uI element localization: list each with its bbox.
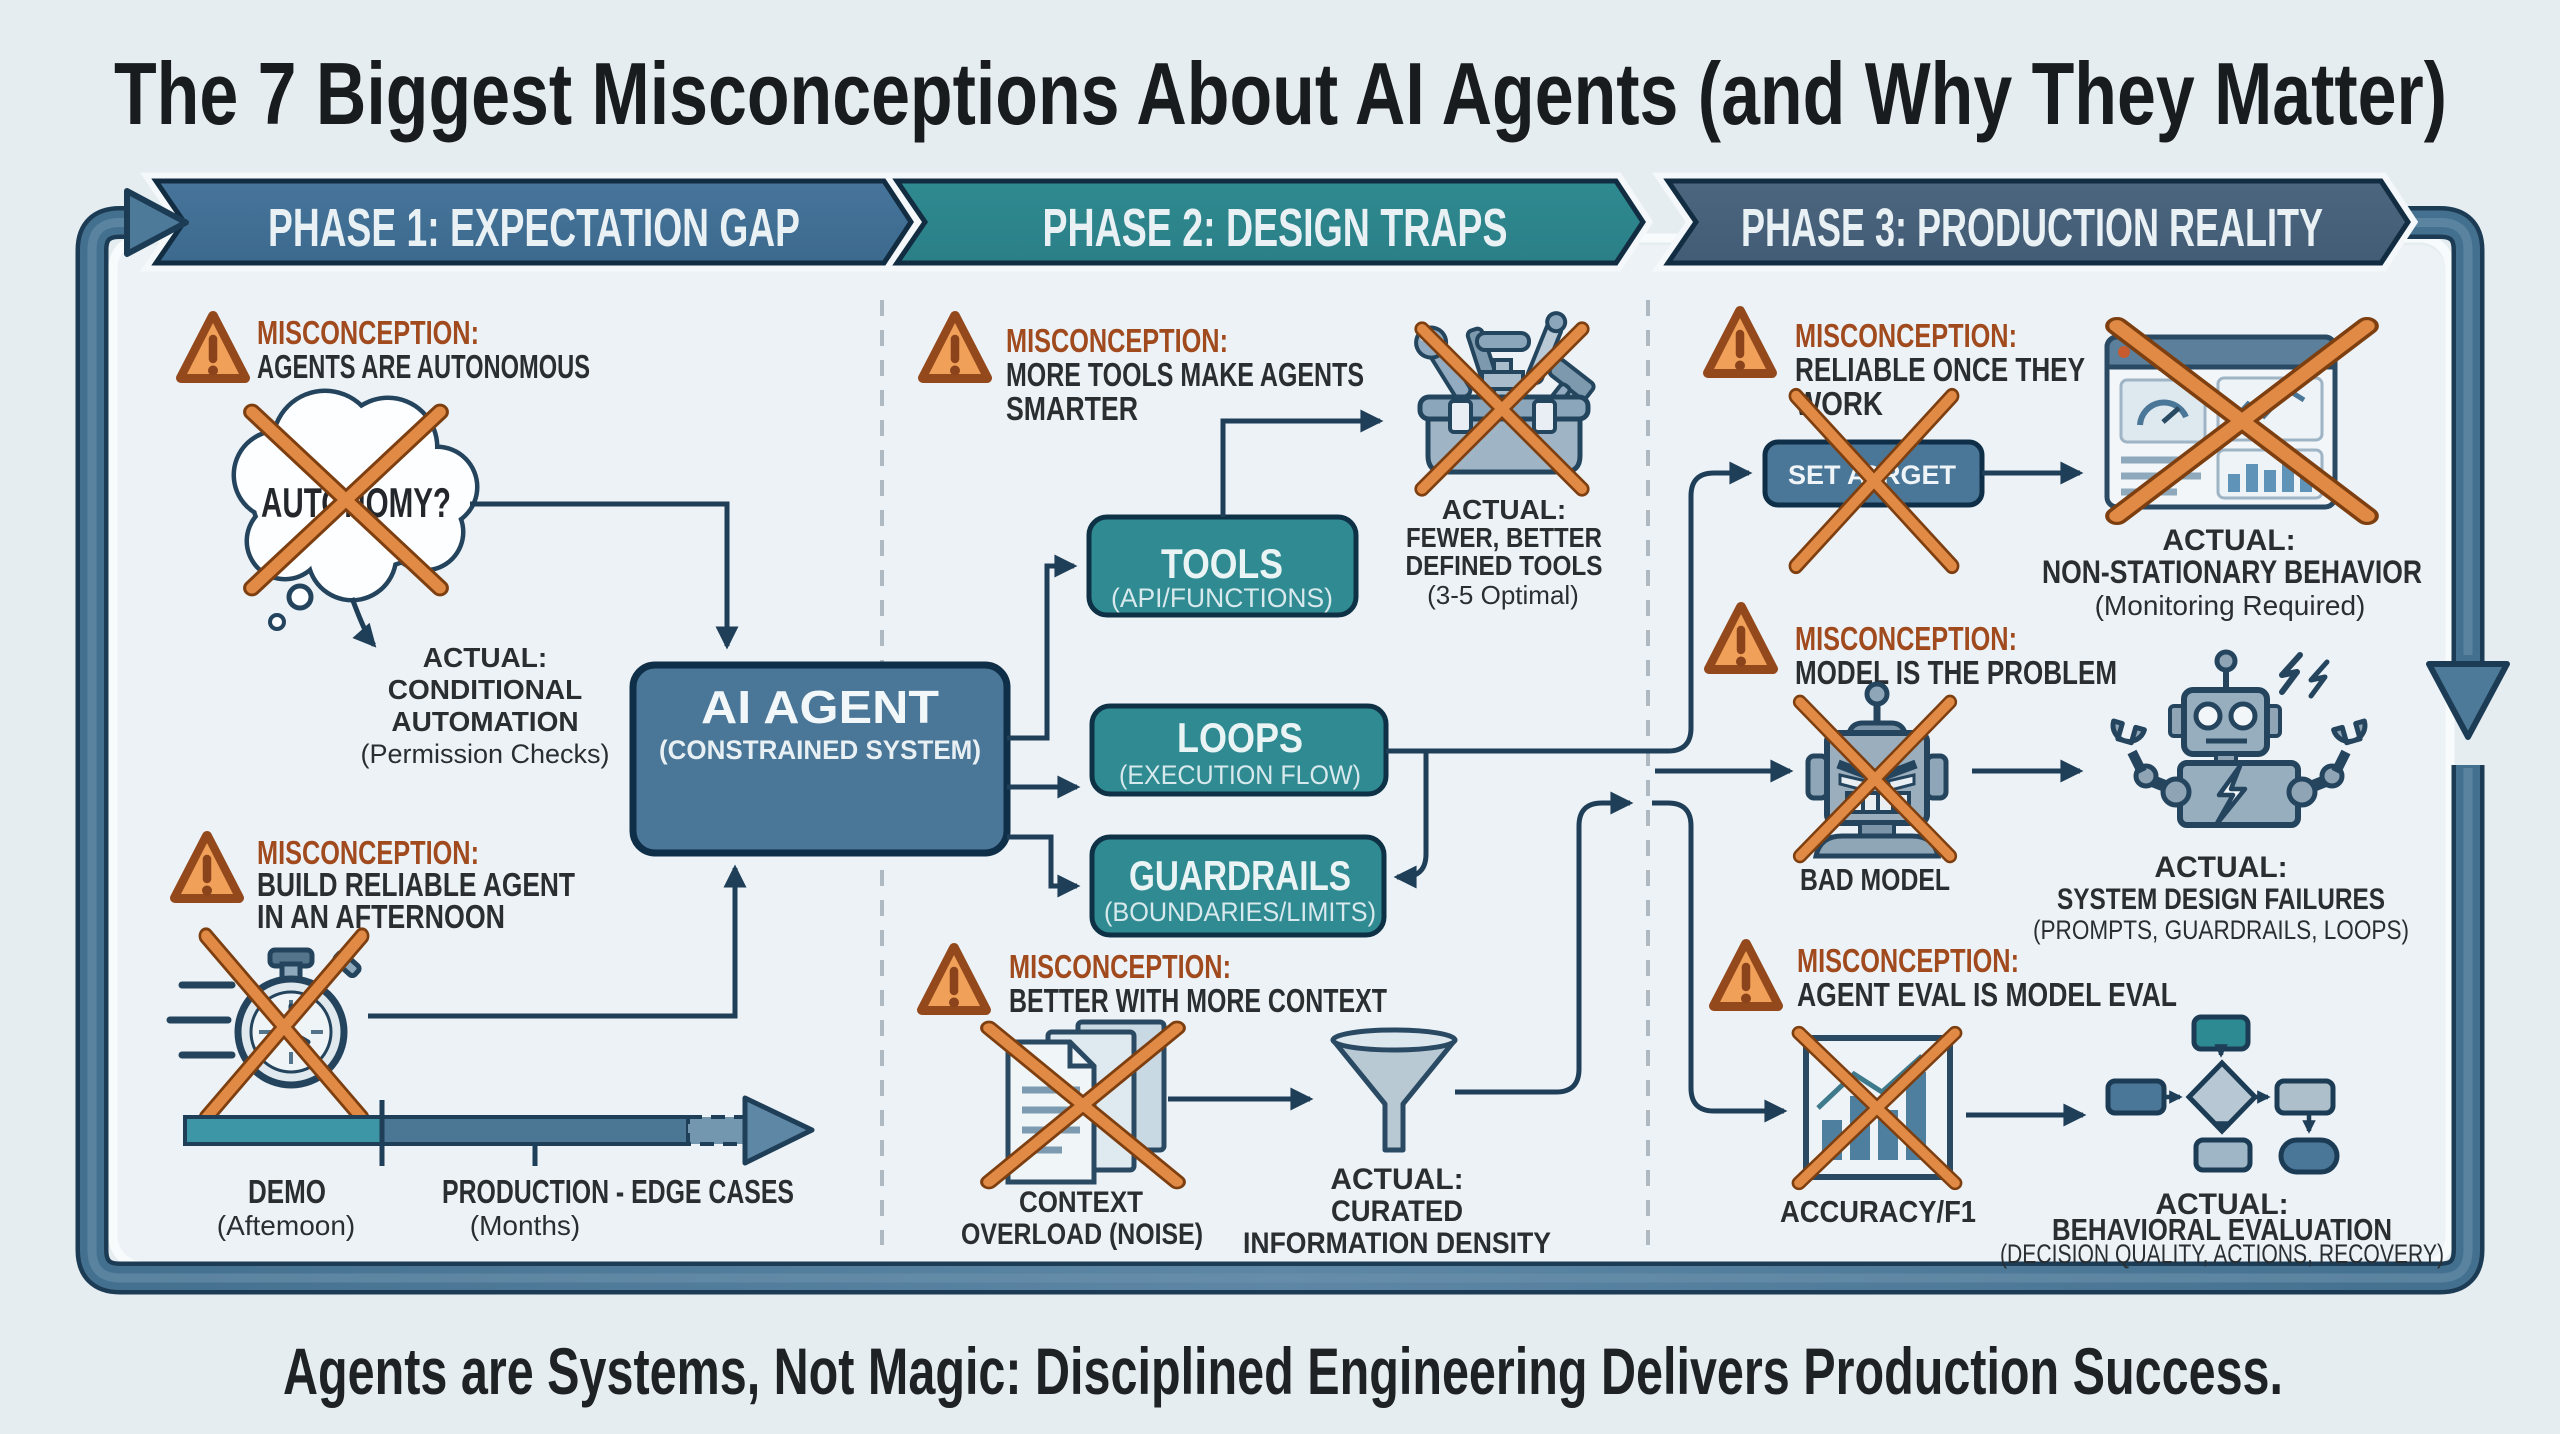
svg-text:Agents are Systems, Not Magic:: Agents are Systems, Not Magic: Disciplin… [283, 1334, 2283, 1408]
svg-text:CONTEXT: CONTEXT [1019, 1186, 1143, 1219]
svg-text:BUILD RELIABLE AGENT: BUILD RELIABLE AGENT [257, 866, 575, 903]
svg-text:SYSTEM DESIGN FAILURES: SYSTEM DESIGN FAILURES [2057, 883, 2385, 916]
svg-text:AGENT EVAL IS MODEL EVAL: AGENT EVAL IS MODEL EVAL [1797, 976, 2177, 1013]
svg-text:LOOPS: LOOPS [1177, 714, 1303, 761]
svg-text:AUTOMATION: AUTOMATION [391, 706, 578, 737]
svg-text:CONDITIONAL: CONDITIONAL [388, 674, 582, 705]
svg-text:ACCURACY/F1: ACCURACY/F1 [1780, 1194, 1976, 1229]
svg-text:GUARDRAILS: GUARDRAILS [1129, 852, 1351, 899]
svg-text:(3-5 Optimal): (3-5 Optimal) [1427, 580, 1579, 610]
svg-text:FEWER, BETTER: FEWER, BETTER [1406, 522, 1602, 553]
svg-text:RELIABLE ONCE THEY: RELIABLE ONCE THEY [1795, 351, 2085, 388]
svg-text:INFORMATION DENSITY: INFORMATION DENSITY [1243, 1227, 1551, 1260]
svg-text:(Months): (Months) [470, 1210, 580, 1241]
svg-text:(PROMPTS, GUARDRAILS, LOOPS): (PROMPTS, GUARDRAILS, LOOPS) [2033, 915, 2409, 945]
svg-text:The 7 Biggest Misconceptions A: The 7 Biggest Misconceptions About AI Ag… [114, 44, 2447, 143]
svg-text:ACTUAL:: ACTUAL: [2162, 524, 2295, 557]
svg-text:MISCONCEPTION:: MISCONCEPTION: [1795, 317, 2017, 354]
svg-text:MISCONCEPTION:: MISCONCEPTION: [257, 834, 479, 871]
svg-text:(Monitoring Required): (Monitoring Required) [2095, 590, 2366, 621]
svg-text:OVERLOAD (NOISE): OVERLOAD (NOISE) [961, 1218, 1203, 1251]
svg-text:BEHAVIORAL EVALUATION: BEHAVIORAL EVALUATION [2052, 1212, 2392, 1247]
svg-text:PHASE 2: DESIGN TRAPS: PHASE 2: DESIGN TRAPS [1043, 198, 1508, 258]
svg-text:BAD MODEL: BAD MODEL [1800, 862, 1950, 897]
svg-text:MISCONCEPTION:: MISCONCEPTION: [1795, 620, 2017, 657]
svg-text:MISCONCEPTION:: MISCONCEPTION: [1797, 942, 2019, 979]
svg-text:MORE TOOLS MAKE AGENTS: MORE TOOLS MAKE AGENTS [1006, 356, 1364, 393]
svg-text:(Permission Checks): (Permission Checks) [360, 739, 609, 769]
svg-text:DEMO: DEMO [248, 1173, 326, 1210]
svg-text:ACTUAL:: ACTUAL: [1442, 494, 1566, 525]
svg-text:CURATED: CURATED [1331, 1195, 1463, 1228]
svg-text:(EXECUTION FLOW): (EXECUTION FLOW) [1119, 760, 1361, 790]
svg-text:AI AGENT: AI AGENT [701, 681, 939, 733]
svg-text:ACTUAL:: ACTUAL: [2155, 1188, 2288, 1221]
svg-text:SMARTER: SMARTER [1006, 390, 1138, 427]
svg-text:(BOUNDARIES/LIMITS): (BOUNDARIES/LIMITS) [1104, 897, 1376, 927]
svg-text:IN AN AFTERNOON: IN AN AFTERNOON [257, 898, 505, 935]
svg-text:TOOLS: TOOLS [1161, 540, 1283, 587]
svg-text:MISCONCEPTION:: MISCONCEPTION: [257, 314, 479, 351]
svg-text:BETTER WITH MORE CONTEXT: BETTER WITH MORE CONTEXT [1009, 982, 1387, 1019]
svg-text:MISCONCEPTION:: MISCONCEPTION: [1009, 948, 1231, 985]
svg-text:MISCONCEPTION:: MISCONCEPTION: [1006, 322, 1228, 359]
svg-text:ACTUAL:: ACTUAL: [2154, 851, 2287, 884]
svg-text:(CONSTRAINED SYSTEM): (CONSTRAINED SYSTEM) [659, 735, 981, 765]
svg-text:ACTUAL:: ACTUAL: [1330, 1163, 1463, 1196]
svg-text:(Aftemoon): (Aftemoon) [217, 1210, 356, 1241]
svg-text:(API/FUNCTIONS): (API/FUNCTIONS) [1111, 583, 1333, 613]
svg-text:PHASE 1: EXPECTATION GAP: PHASE 1: EXPECTATION GAP [268, 198, 800, 258]
svg-text:(DECISION QUALITY, ACTIONS, RE: (DECISION QUALITY, ACTIONS, RECOVERY) [2000, 1239, 2444, 1269]
svg-text:PHASE 3: PRODUCTION REALITY: PHASE 3: PRODUCTION REALITY [1741, 198, 2323, 258]
svg-text:NON-STATIONARY BEHAVIOR: NON-STATIONARY BEHAVIOR [2042, 554, 2422, 590]
svg-text:ACTUAL:: ACTUAL: [423, 642, 547, 673]
svg-text:MODEL IS THE PROBLEM: MODEL IS THE PROBLEM [1795, 654, 2117, 691]
svg-text:DEFINED TOOLS: DEFINED TOOLS [1406, 550, 1603, 581]
svg-text:AGENTS ARE AUTONOMOUS: AGENTS ARE AUTONOMOUS [257, 348, 590, 385]
svg-text:PRODUCTION - EDGE CASES: PRODUCTION - EDGE CASES [442, 1173, 794, 1210]
